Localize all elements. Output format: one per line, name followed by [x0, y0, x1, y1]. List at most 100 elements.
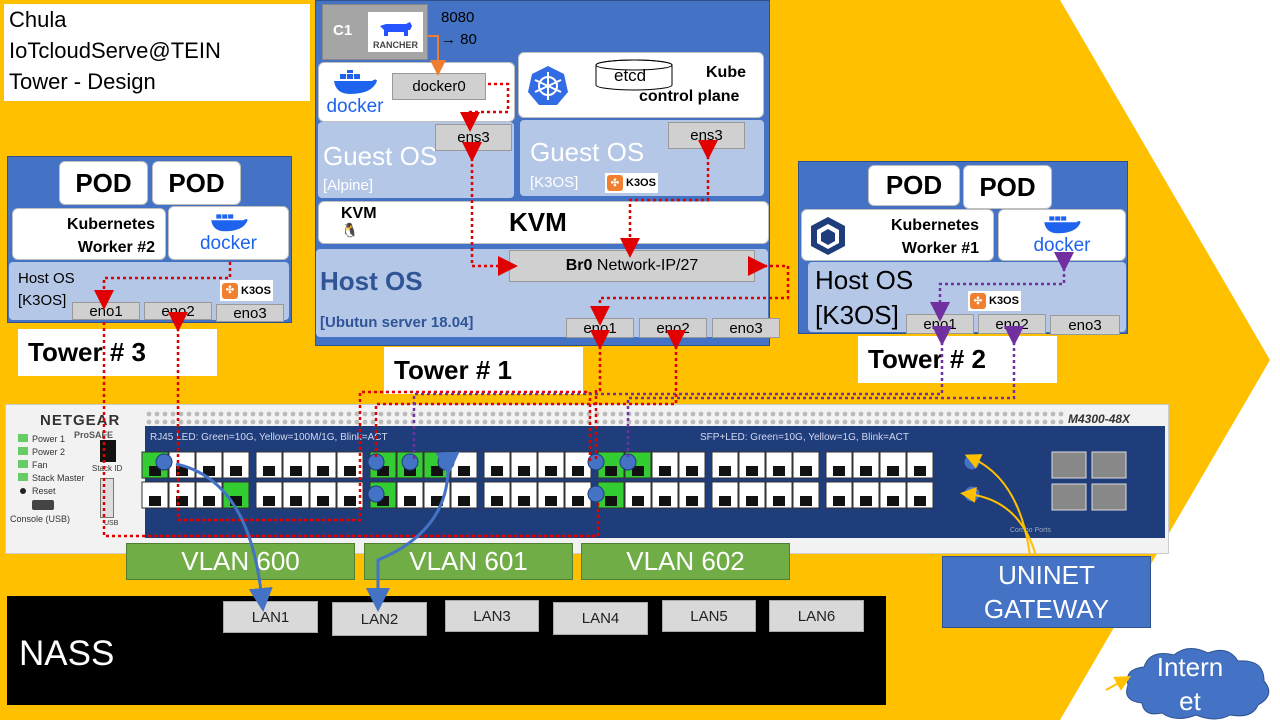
- guest-os-k3os-sub: [K3OS]: [530, 174, 579, 191]
- port-map-top: 8080: [441, 9, 475, 26]
- kubernetes-icon: [528, 66, 568, 105]
- br0-rest: Network-IP/27: [592, 257, 699, 274]
- switch-port-socket: [746, 496, 758, 506]
- sfp-cage: [1051, 483, 1087, 511]
- switch-port-socket: [404, 496, 416, 506]
- ens3-right-interface: ens3: [668, 122, 745, 149]
- title-line1: Chula: [9, 7, 67, 32]
- title-line2: IoTcloudServe@TEIN: [9, 38, 221, 63]
- switch-port-socket: [317, 496, 329, 506]
- console-port-icon: [32, 500, 54, 510]
- switch-status-leds: Power 1 Power 2 Fan Stack Master Reset: [18, 433, 85, 498]
- tower2-docker-label: docker: [1033, 235, 1091, 256]
- switch-port-socket: [431, 496, 443, 506]
- switch-port-socket: [914, 466, 926, 476]
- switch-port-grid: [141, 451, 1127, 511]
- stack-id-label: Stack ID: [92, 464, 123, 473]
- switch-port-socket: [686, 496, 698, 506]
- switch-port-socket: [860, 466, 872, 476]
- switch-port-socket: [149, 496, 161, 506]
- kubernetes-k3s-icon: [811, 217, 845, 255]
- switch-port-socket: [833, 496, 845, 506]
- kvm-label: KVM: [509, 207, 567, 237]
- tower3-k3os-text: K3OS: [241, 284, 271, 297]
- switch-port-socket: [317, 466, 329, 476]
- tower2-pod-2: POD: [963, 165, 1052, 209]
- switch-port-socket: [203, 496, 215, 506]
- switch-port-socket: [545, 466, 557, 476]
- port-connection-point: [367, 453, 385, 471]
- gateway-line1: UNINET: [998, 560, 1095, 590]
- vlan-601: VLAN 601: [364, 543, 573, 580]
- tower2-host-os-sub: [K3OS]: [815, 300, 899, 330]
- tower1-host-os-title: Host OS: [320, 266, 423, 296]
- docker-whale-icon: [1044, 216, 1081, 234]
- tower3-docker-label: docker: [199, 233, 258, 254]
- lan1-port: LAN1: [223, 601, 318, 633]
- switch-sub-brand: ProSAFE: [74, 430, 114, 440]
- switch-port-socket: [491, 496, 503, 506]
- tower3-host-os-sub: [K3OS]: [18, 292, 67, 309]
- vlan-600: VLAN 600: [126, 543, 355, 580]
- led-power1: Power 1: [32, 434, 66, 444]
- switch-port-socket: [545, 496, 557, 506]
- tower2-label: Tower # 2: [858, 336, 1057, 383]
- tower3-pod-1: POD: [59, 161, 148, 205]
- tower3-pod-2: POD: [152, 161, 241, 205]
- docker0-interface: docker0: [392, 73, 486, 100]
- kube-line1: Kube: [706, 64, 746, 81]
- switch-port-socket: [719, 466, 731, 476]
- switch-port-socket: [800, 496, 812, 506]
- port-connection-point: [963, 485, 981, 503]
- nass-label: NASS: [19, 634, 115, 673]
- rancher-cow-icon: [379, 22, 412, 36]
- port-connection-point: [963, 453, 981, 471]
- console-label: Console (USB): [10, 514, 71, 524]
- switch-brand: NETGEAR: [40, 412, 121, 429]
- tower3-host-os-title: Host OS: [18, 270, 75, 287]
- switch-port-socket: [572, 466, 584, 476]
- tower3-kubernetes-worker: Kubernetes Worker #2: [12, 208, 166, 260]
- switch-port-socket: [605, 466, 617, 476]
- guest-os-alpine-sub: [Alpine]: [323, 177, 374, 194]
- uninet-gateway: UNINET GATEWAY: [942, 556, 1151, 628]
- tower2-eno2: eno2: [978, 314, 1046, 334]
- switch-port-socket: [290, 466, 302, 476]
- tower3-label: Tower # 3: [18, 329, 217, 376]
- internet-cloud-icon: [1126, 648, 1270, 720]
- switch-port-socket: [491, 466, 503, 476]
- switch-port-socket: [176, 496, 188, 506]
- led-stack-master: Stack Master: [32, 473, 85, 483]
- port-connection-point: [587, 485, 605, 503]
- tower2-host-os-title: Host OS: [815, 265, 914, 295]
- lan6-port: LAN6: [769, 600, 864, 632]
- switch-port-socket: [632, 466, 644, 476]
- ens3-left-interface: ens3: [435, 124, 512, 151]
- port-connection-point: [619, 453, 637, 471]
- tower3-k3os-badge: ✣K3OS: [220, 280, 273, 301]
- kvm-penguin-icon: 🐧: [341, 222, 359, 238]
- switch-port-socket: [458, 466, 470, 476]
- tower2-eno1: eno1: [906, 314, 974, 334]
- tower1-eno2: eno2: [639, 318, 707, 338]
- docker-logo: docker: [322, 68, 388, 120]
- internet-label: Intern et: [1140, 650, 1240, 718]
- switch-port-socket: [887, 466, 899, 476]
- port-connection-point: [367, 485, 385, 503]
- switch-port-socket: [800, 466, 812, 476]
- tower2-k8s-line1: Kubernetes: [890, 217, 979, 234]
- tower2-kubernetes-worker: Kubernetes Worker #1: [801, 209, 994, 261]
- k3os-badge-text: K3OS: [626, 177, 656, 189]
- tower1-eno1: eno1: [566, 318, 634, 338]
- switch-port-socket: [572, 496, 584, 506]
- sfp-cage: [1051, 451, 1087, 479]
- tower3-eno2: eno2: [144, 302, 212, 320]
- switch-port-socket: [632, 496, 644, 506]
- switch-port-socket: [344, 466, 356, 476]
- docker-whale-icon: [334, 70, 377, 94]
- tower2-docker-logo: docker: [998, 209, 1126, 261]
- k3os-icon: ✣: [222, 282, 238, 299]
- switch-port: [792, 481, 820, 509]
- switch-port-socket: [860, 496, 872, 506]
- internet-line1: Intern: [1156, 652, 1224, 682]
